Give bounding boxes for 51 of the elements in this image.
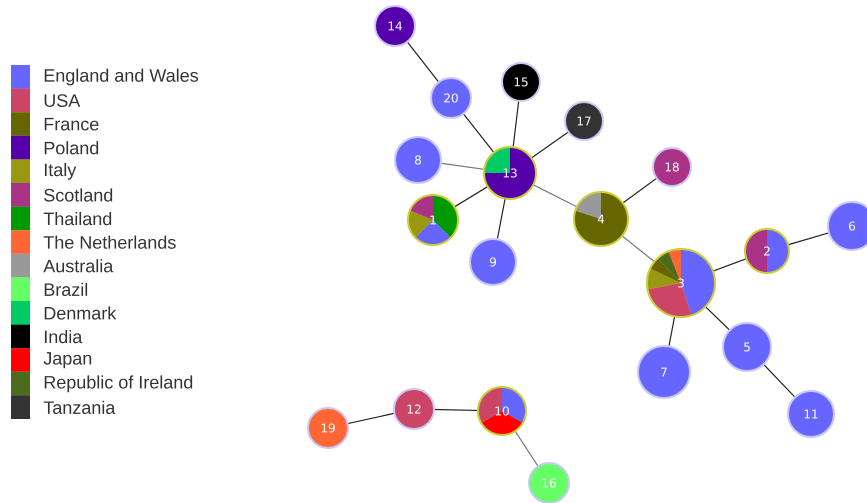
legend-label: Republic of Ireland [44,375,192,392]
legend-label: Thailand [44,212,112,226]
pie-node: 14 [374,5,416,47]
pie-node: 13 [483,146,537,200]
edge-line [706,306,730,330]
edge-line [512,102,520,146]
pie-node: 16 [528,462,570,503]
pie-node: 17 [564,101,604,141]
edge-line [764,364,795,398]
legend-label: England and Wales [44,68,198,86]
pie-node: 19 [307,407,349,449]
legend-label: Poland [44,141,98,154]
edge-line [442,162,484,170]
edge-line [534,184,576,207]
pie-node: 6 [827,201,867,251]
pie-node: 3 [646,248,716,318]
pie-node: 4 [573,191,629,247]
edge-line [668,317,676,346]
edge-line [434,408,478,412]
edge-line [407,42,439,82]
edge-line [714,258,746,272]
pie-node: 2 [744,228,790,274]
legend-label: Denmark [44,306,116,320]
edge-line [515,432,538,466]
legend-label: India [44,330,82,344]
pie-node: 11 [787,390,835,438]
legend-label: Tanzania [44,400,116,414]
legend-label: The Netherlands [44,236,176,249]
edge-line [532,132,568,158]
edge-line [454,186,488,207]
pie-node: 5 [722,322,772,372]
pie-node: 15 [501,62,541,102]
pie-node: 7 [637,345,691,399]
pie-node: 9 [469,238,517,286]
legend-label: Japan [44,352,92,368]
legend-label: France [44,118,98,130]
edge-line [348,412,394,424]
edge-line [623,178,656,203]
legend-label: USA [44,94,80,107]
pie-node: 20 [430,77,472,119]
legend-label: Australia [43,259,114,272]
legend-label: Brazil [44,282,88,296]
legend-label: Italy [44,163,76,180]
pie-node: 12 [393,388,435,430]
pie-node: 8 [394,136,442,184]
edge-line [496,199,506,239]
pie-node: 18 [652,147,692,187]
legend-label: Scotland [44,188,112,202]
edge-line [622,236,654,262]
edge-line [464,114,494,152]
edge-line [788,232,828,246]
